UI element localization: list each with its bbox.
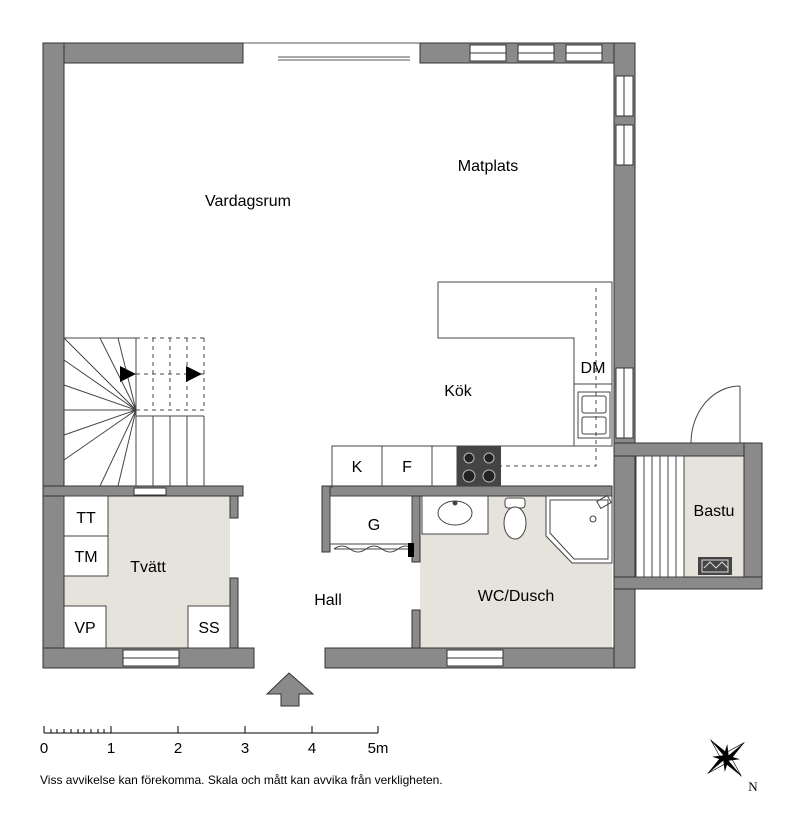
entrance-arrow bbox=[265, 672, 315, 707]
scale-tick-4: 4 bbox=[308, 740, 316, 757]
room-label-wc-dusch: WC/Dusch bbox=[478, 588, 554, 605]
scale-tick-0: 0 bbox=[40, 740, 48, 757]
sauna-door bbox=[690, 385, 741, 444]
stove-icon bbox=[457, 446, 501, 486]
windows bbox=[122, 44, 634, 667]
staircase bbox=[63, 337, 205, 487]
wardrobe bbox=[329, 495, 413, 553]
fixture-label-f: F bbox=[402, 459, 412, 476]
fixture-label-vp: VP bbox=[74, 620, 95, 637]
room-label-vardagsrum: Vardagsrum bbox=[205, 193, 291, 210]
compass-north-label: N bbox=[748, 779, 758, 794]
disclaimer: Viss avvikelse kan förekomma. Skala och … bbox=[40, 773, 443, 787]
fixture-label-dm: DM bbox=[581, 360, 606, 377]
fixture-label-tt: TT bbox=[76, 510, 96, 527]
scale-bar bbox=[43, 726, 379, 734]
room-label-tvatt: Tvätt bbox=[130, 559, 166, 576]
scale-tick-3: 3 bbox=[241, 740, 249, 757]
room-label-hall: Hall bbox=[314, 592, 342, 609]
sauna-bench bbox=[635, 455, 685, 578]
laundry-appliances bbox=[63, 495, 231, 649]
wardrobe-rod bbox=[408, 543, 414, 557]
sliding-door bbox=[243, 42, 420, 61]
sauna-heater-icon bbox=[698, 557, 732, 575]
sink-icon bbox=[577, 391, 611, 439]
compass-rose-icon bbox=[707, 739, 745, 777]
room-label-matplats: Matplats bbox=[458, 158, 518, 175]
fixture-label-k: K bbox=[352, 459, 363, 476]
scale-tick-5: 5m bbox=[368, 740, 389, 757]
scale-tick-1: 1 bbox=[107, 740, 115, 757]
fixture-label-tm: TM bbox=[74, 549, 97, 566]
shower-head-icon bbox=[596, 494, 612, 510]
scale-tick-2: 2 bbox=[174, 740, 182, 757]
room-label-bastu: Bastu bbox=[694, 503, 735, 520]
bathroom-fixtures bbox=[421, 495, 613, 564]
fixture-label-g: G bbox=[368, 517, 380, 534]
stair-arrow-icon bbox=[120, 366, 136, 382]
fixture-label-ss: SS bbox=[198, 620, 219, 637]
room-label-kok: Kök bbox=[444, 383, 473, 400]
stair-arrow-icon bbox=[186, 366, 202, 382]
